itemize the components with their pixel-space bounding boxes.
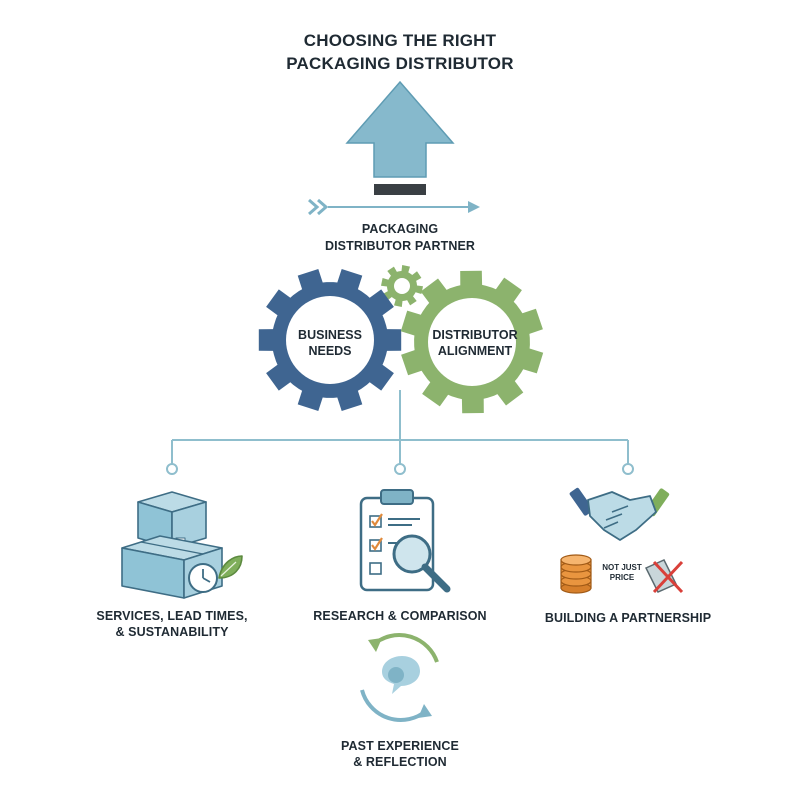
small-gear-center xyxy=(394,278,410,294)
business-needs-label-line1: BUSINESS xyxy=(298,328,362,342)
forward-arrow-icon xyxy=(308,198,480,216)
business-needs-label-line2: NEEDS xyxy=(308,344,352,358)
coin-stack-icon xyxy=(560,554,592,594)
reflection-label-line1: PAST EXPERIENCE xyxy=(341,739,459,753)
partner-label-line2: DISTRIBUTOR PARTNER xyxy=(324,239,476,253)
boxes-clock-leaf-icon xyxy=(121,491,243,599)
services-label-line1: SERVICES, LEAD TIMES, xyxy=(96,609,248,623)
distributor-alignment-gear-icon xyxy=(400,270,544,414)
distributor-alignment-gear-center xyxy=(428,298,516,386)
cycle-speech-icon xyxy=(360,633,439,722)
small-gear-icon xyxy=(381,265,423,307)
not-just-price-line1: NOT JUST xyxy=(602,563,642,572)
business-needs-gear-center xyxy=(286,296,374,384)
not-just-price-line2: PRICE xyxy=(609,573,635,582)
distributor-alignment-label-line2: ALIGNMENT xyxy=(437,344,513,358)
connector-tree xyxy=(166,390,634,475)
handshake-icon xyxy=(569,487,670,541)
up-arrow-icon xyxy=(345,80,455,195)
diagram-title-line1: CHOOSING THE RIGHT xyxy=(303,31,497,50)
services-label-line2: & SUSTANABILITY xyxy=(115,625,229,639)
partnership-label: BUILDING A PARTNERSHIP xyxy=(544,611,712,625)
reflection-label-line2: & REFLECTION xyxy=(353,755,447,769)
research-label: RESEARCH & COMPARISON xyxy=(313,609,487,623)
diagram-title-line2: PACKAGING DISTRIBUTOR xyxy=(286,54,514,73)
price-tag-crossed-icon xyxy=(644,559,684,594)
partner-label-line1: PACKAGING xyxy=(361,222,439,236)
distributor-alignment-label-line1: DISTRIBUTOR xyxy=(432,328,518,342)
clipboard-magnifier-icon xyxy=(359,489,451,593)
business-needs-gear-icon xyxy=(258,269,402,411)
